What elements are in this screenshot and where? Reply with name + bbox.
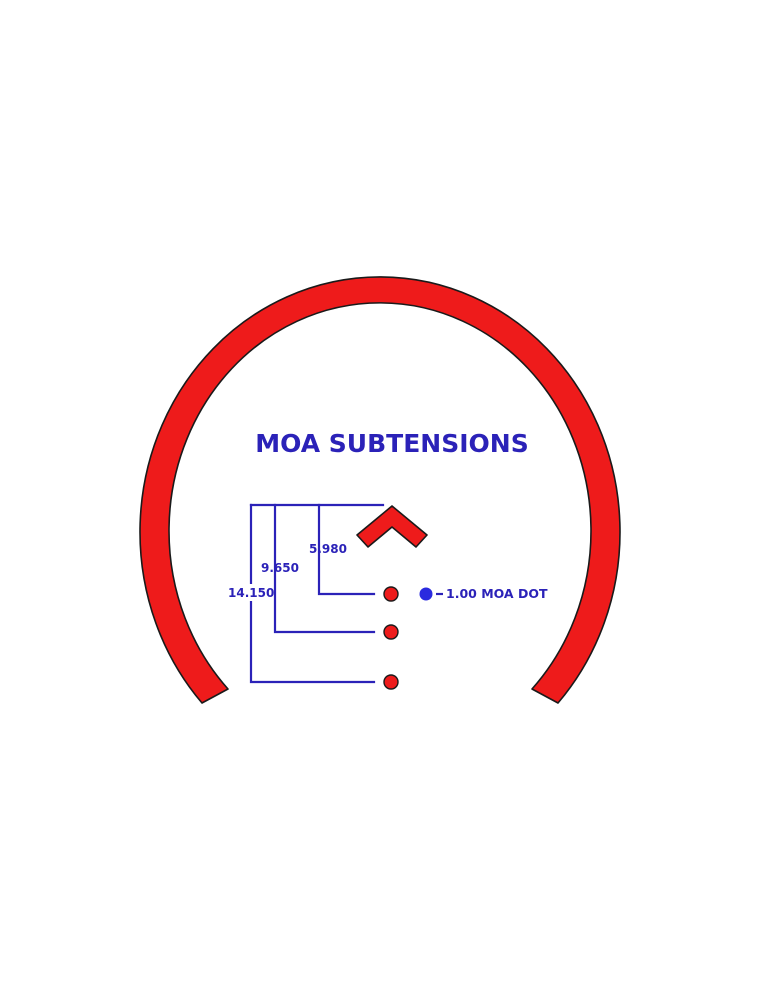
- horseshoe-ring: [139, 276, 621, 704]
- legend-label: 1.00 MOA DOT: [446, 586, 548, 601]
- holdover-dot-1: [383, 586, 399, 602]
- diagram-title: MOA SUBTENSIONS: [255, 429, 528, 458]
- subtension-bracket-2: [273, 503, 376, 634]
- holdover-dot-2: [383, 624, 399, 640]
- subtension-label-2: 9.650: [261, 561, 299, 575]
- holdover-dot-3: [383, 674, 399, 690]
- subtension-bracket-3: [249, 503, 376, 684]
- chevron-marker: [356, 505, 428, 548]
- subtension-bracket-1: [317, 503, 376, 596]
- label-mask-3: [227, 584, 273, 601]
- legend-dot-icon: [419, 587, 433, 601]
- subtension-label-3: 14.150: [228, 586, 274, 600]
- subtension-label-1: 5.980: [309, 542, 347, 556]
